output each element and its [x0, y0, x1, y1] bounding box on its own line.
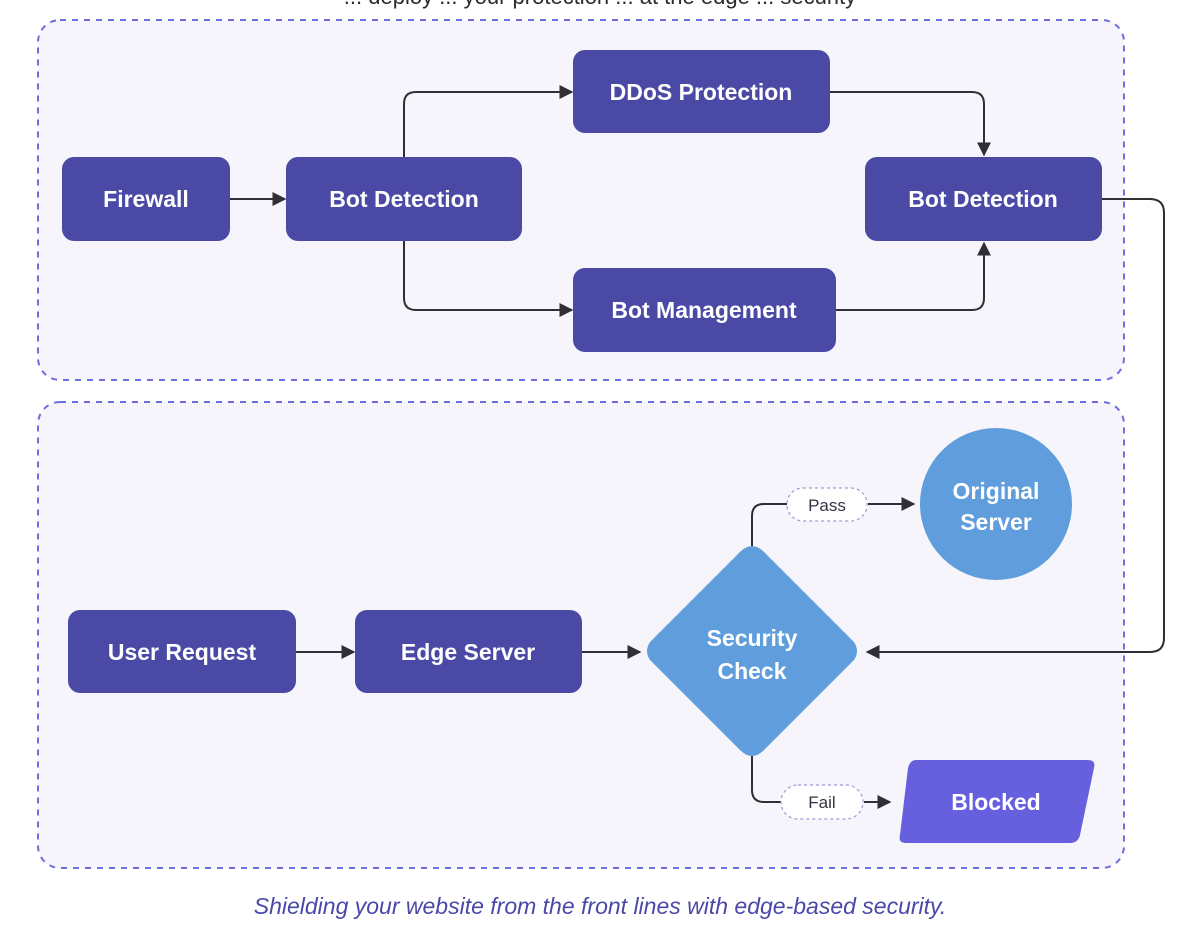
- original-server-label-line-1: Original: [953, 478, 1040, 504]
- pass-label: Pass: [808, 496, 846, 515]
- original-server-node: Original Server: [920, 428, 1072, 580]
- security-check-label-line-2: Check: [717, 658, 786, 684]
- connector-bot-detection-to-security-check: [865, 198, 1165, 659]
- bot-detection-1-label: Bot Detection: [329, 186, 479, 212]
- diagram-caption: Shielding your website from the front li…: [253, 893, 947, 919]
- edge-security-layers-group: [37, 19, 1125, 381]
- original-server-label-line-2: Server: [960, 509, 1032, 535]
- pass-label-pill: Pass: [786, 487, 868, 522]
- blocked-node: Blocked: [899, 760, 1095, 843]
- connector-security-check-to-fail-label: [751, 756, 782, 803]
- security-check-label-line-1: Security: [707, 625, 798, 651]
- bot-detection-node-2: Bot Detection: [865, 157, 1102, 241]
- connector-bot-management-to-bot-detection: [836, 241, 991, 311]
- bot-management-node: Bot Management: [573, 268, 836, 352]
- bot-management-label: Bot Management: [611, 297, 797, 323]
- edge-server-label: Edge Server: [401, 639, 535, 665]
- connectors: [230, 85, 1165, 809]
- edge-server-node: Edge Server: [355, 610, 582, 693]
- connector-ddos-to-bot-detection: [830, 91, 991, 157]
- connector-bot-detection-to-ddos: [403, 85, 574, 157]
- bot-detection-2-label: Bot Detection: [908, 186, 1058, 212]
- connector-security-check-to-pass-label: [751, 503, 788, 546]
- fail-label-pill: Fail: [780, 784, 864, 820]
- bot-detection-node-1: Bot Detection: [286, 157, 522, 241]
- security-check-decision: Security Check: [647, 546, 857, 756]
- firewall-node: Firewall: [62, 157, 230, 241]
- connector-bot-detection-to-bot-management: [403, 241, 574, 317]
- user-request-node: User Request: [68, 610, 296, 693]
- user-request-label: User Request: [108, 639, 257, 665]
- ddos-protection-node: DDoS Protection: [573, 50, 830, 133]
- ddos-protection-label: DDoS Protection: [610, 79, 793, 105]
- firewall-label: Firewall: [103, 186, 189, 212]
- blocked-label: Blocked: [951, 789, 1040, 815]
- fail-label: Fail: [808, 793, 835, 812]
- cropped-top-text: ... deploy ... your protection ... at th…: [344, 0, 856, 9]
